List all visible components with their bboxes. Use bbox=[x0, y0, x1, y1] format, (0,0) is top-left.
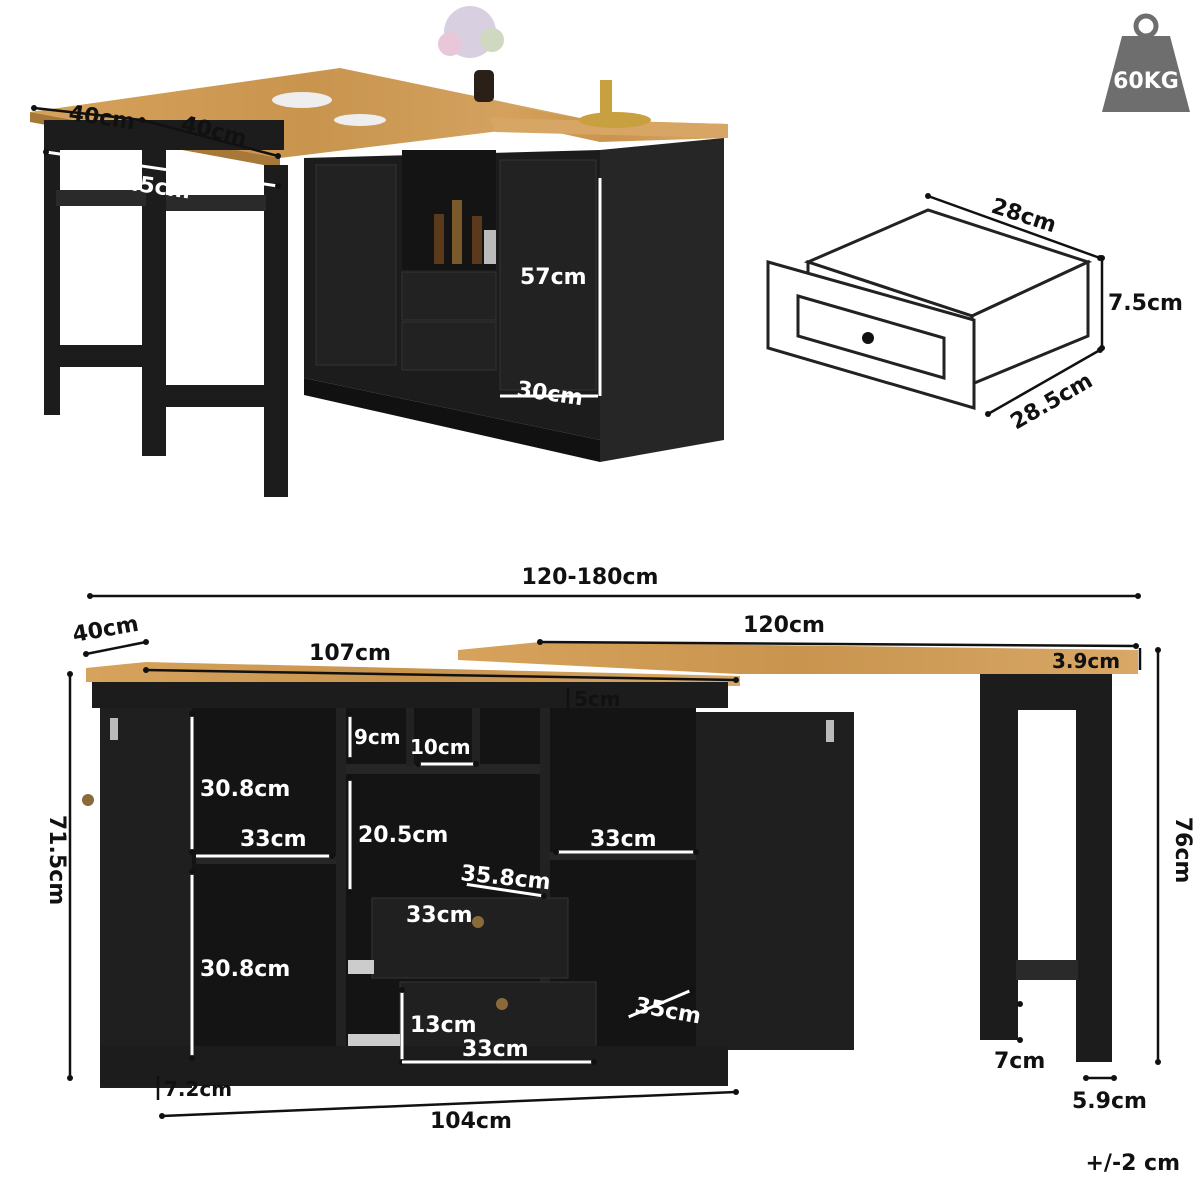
extension-leg bbox=[980, 700, 1018, 1040]
dim-shelf-left-lower: 30.8cm bbox=[200, 957, 290, 982]
dim-cube-height: 9cm bbox=[354, 725, 401, 749]
dim-base-width: 104cm bbox=[430, 1109, 512, 1134]
dim-shelf-left-width: 33cm bbox=[240, 827, 307, 852]
dim-top-width: 107cm bbox=[309, 641, 391, 666]
dim-drawer2-width: 33cm bbox=[462, 1037, 529, 1062]
front-dimensions: 120-180cm 40cm 107cm 120cm 3.9cm 5cm 71.… bbox=[44, 565, 1195, 1176]
top-island-illustration bbox=[30, 6, 728, 497]
dim-open-height: 20.5cm bbox=[358, 823, 448, 848]
dim-right-shelf-width: 33cm bbox=[590, 827, 657, 852]
vase-icon bbox=[474, 70, 494, 102]
drawer-knob-icon bbox=[862, 332, 874, 344]
dim-drawer-height: 7.5cm bbox=[1108, 291, 1183, 316]
dim-extension-width: 120cm bbox=[743, 613, 825, 638]
hinge-icon bbox=[826, 720, 834, 742]
extension-leg bbox=[1076, 700, 1112, 1062]
weight-label: 60KG bbox=[1113, 69, 1179, 94]
dim-cabinet-height: 57cm bbox=[520, 265, 587, 290]
dim-top-gap: 5cm bbox=[574, 687, 621, 711]
left-door bbox=[100, 708, 192, 1088]
dim-drawer-width: 33cm bbox=[406, 903, 473, 928]
extension-top bbox=[458, 642, 1138, 674]
dim-leg-width: 5.9cm bbox=[1072, 1089, 1147, 1114]
right-door bbox=[696, 712, 854, 1050]
dim-depth: 40cm bbox=[71, 612, 141, 648]
tolerance-note: +/-2 cm bbox=[1085, 1151, 1180, 1176]
drawer-knob-icon bbox=[496, 998, 508, 1010]
dim-foot-height: 7cm bbox=[994, 1049, 1045, 1074]
dim-shelf-left-upper: 30.8cm bbox=[200, 777, 290, 802]
front-view-illustration bbox=[82, 642, 1138, 1088]
table-leg bbox=[44, 145, 60, 415]
table-leg bbox=[264, 165, 288, 497]
drawer-illustration bbox=[766, 208, 1093, 410]
drawer-knob-icon bbox=[472, 916, 484, 928]
dim-thickness: 3.9cm bbox=[1052, 649, 1120, 673]
dim-drawer-height: 13cm bbox=[410, 1013, 477, 1038]
dim-total-width: 120-180cm bbox=[522, 565, 659, 590]
cabinet-side bbox=[600, 138, 724, 462]
drawer-upper bbox=[371, 897, 569, 979]
weight-icon: 60KG bbox=[1102, 13, 1190, 112]
dim-plinth: 7.2cm bbox=[164, 1077, 232, 1101]
dim-cube-width: 10cm bbox=[410, 735, 471, 759]
hinge-icon bbox=[110, 718, 118, 740]
dim-right-height: 76cm bbox=[1170, 817, 1195, 884]
dim-left-height: 71.5cm bbox=[44, 815, 69, 905]
